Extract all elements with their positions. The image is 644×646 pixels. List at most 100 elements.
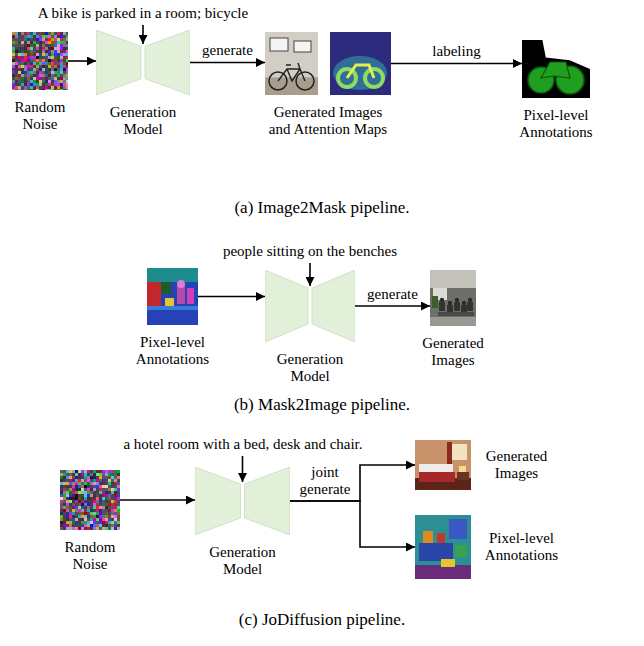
seg-region bbox=[147, 268, 198, 325]
noise-pixel bbox=[54, 56, 57, 59]
noise-pixel bbox=[108, 515, 111, 518]
noise-pixel bbox=[54, 35, 57, 38]
mask-image: Pixel-level Annotations bbox=[522, 40, 590, 98]
noise-pixel bbox=[66, 512, 69, 515]
edge-label: generate bbox=[366, 286, 419, 303]
noise-pixel bbox=[81, 479, 84, 482]
noise-pixel bbox=[108, 476, 111, 479]
noise-pixel bbox=[60, 524, 63, 527]
noise-pixel bbox=[69, 515, 72, 518]
noise-pixel bbox=[111, 488, 114, 491]
noise-pixel bbox=[57, 47, 60, 50]
noise-pixel bbox=[66, 524, 69, 527]
noise-pixel bbox=[45, 89, 48, 90]
seg-region bbox=[187, 288, 194, 304]
noise-pixel bbox=[72, 494, 75, 497]
noise-pixel bbox=[42, 59, 45, 62]
noise-pixel bbox=[105, 485, 108, 488]
noise-pixel bbox=[87, 479, 90, 482]
noise-pixel bbox=[66, 53, 68, 56]
flow-arrow bbox=[68, 60, 96, 62]
noise-pixel bbox=[48, 53, 51, 56]
noise-pixel bbox=[60, 62, 63, 65]
noise-pixel bbox=[90, 497, 93, 500]
noise-pixel bbox=[108, 512, 111, 515]
noise-pixel bbox=[105, 515, 108, 518]
noise-pixel bbox=[21, 44, 24, 47]
noise-pixel bbox=[66, 500, 69, 503]
noise-pixel bbox=[108, 488, 111, 491]
noise-pixel bbox=[33, 65, 36, 68]
noise-pixel bbox=[24, 41, 27, 44]
noise-pixel bbox=[75, 485, 78, 488]
decoder-shape bbox=[245, 467, 291, 535]
noise-pixel bbox=[69, 521, 72, 524]
noise-pixel bbox=[63, 488, 66, 491]
photo-image: Generated Images bbox=[415, 440, 471, 490]
noise-pixel bbox=[54, 89, 57, 90]
noise-pixel bbox=[30, 50, 33, 53]
noise-pixel bbox=[99, 524, 102, 527]
noise-pixel bbox=[84, 506, 87, 509]
noise-pixel bbox=[75, 473, 78, 476]
noise-pixel bbox=[96, 470, 99, 473]
noise-pixel bbox=[36, 89, 39, 90]
noise-pixel bbox=[99, 506, 102, 509]
noise-pixel bbox=[75, 503, 78, 506]
noise-pixel bbox=[72, 512, 75, 515]
noise-pixel bbox=[51, 68, 54, 71]
noise-pixel bbox=[30, 38, 33, 41]
noise-pixel bbox=[72, 518, 75, 521]
noise-pixel bbox=[54, 59, 57, 62]
noise-pixel bbox=[105, 497, 108, 500]
noise-pixel bbox=[117, 515, 120, 518]
noise-pixel bbox=[108, 497, 111, 500]
node-label: Pixel-level Annotations bbox=[130, 334, 215, 369]
photo-bed bbox=[419, 472, 455, 482]
noise-pixel bbox=[60, 38, 63, 41]
noise-pixel bbox=[15, 32, 18, 35]
noise-pixel bbox=[72, 488, 75, 491]
noise-pixel bbox=[18, 86, 21, 89]
noise-pixel bbox=[51, 47, 54, 50]
illustration bbox=[60, 470, 120, 530]
noise-pixel bbox=[84, 521, 87, 524]
noise-pixel bbox=[42, 35, 45, 38]
noise-pixel bbox=[33, 62, 36, 65]
flow-arrow bbox=[355, 305, 430, 307]
noise-pixel bbox=[87, 494, 90, 497]
noise-pixel bbox=[75, 488, 78, 491]
noise-pixel bbox=[60, 497, 63, 500]
noise-pixel bbox=[51, 62, 54, 65]
noise-pixel bbox=[90, 494, 93, 497]
noise-pixel bbox=[51, 35, 54, 38]
noise-pixel bbox=[99, 470, 102, 473]
noise-pixel bbox=[63, 518, 66, 521]
noise-pixel bbox=[51, 38, 54, 41]
noise-pixel bbox=[48, 35, 51, 38]
node-label: Generated Images bbox=[416, 335, 491, 370]
noise-pixel bbox=[60, 491, 63, 494]
noise-pixel bbox=[12, 71, 15, 74]
noise-pixel bbox=[27, 74, 30, 77]
noise-pixel bbox=[114, 524, 117, 527]
noise-pixel bbox=[66, 65, 68, 68]
noise-pixel bbox=[60, 485, 63, 488]
node-label: Random Noise bbox=[9, 99, 71, 134]
noise-pixel bbox=[78, 491, 81, 494]
noise-pixel bbox=[81, 503, 84, 506]
noise-pixel bbox=[60, 512, 63, 515]
noise-pixel bbox=[27, 50, 30, 53]
noise-pixel bbox=[63, 500, 66, 503]
noise-pixel bbox=[99, 485, 102, 488]
noise-pixel bbox=[105, 524, 108, 527]
noise-pixel bbox=[54, 47, 57, 50]
noise-pixel bbox=[12, 32, 15, 35]
noise-pixel bbox=[45, 62, 48, 65]
noise-pixel bbox=[117, 473, 120, 476]
noise-pixel bbox=[78, 497, 81, 500]
noise-pixel bbox=[63, 509, 66, 512]
noise-pixel bbox=[87, 470, 90, 473]
noise-pixel bbox=[51, 77, 54, 80]
noise-pixel bbox=[57, 71, 60, 74]
